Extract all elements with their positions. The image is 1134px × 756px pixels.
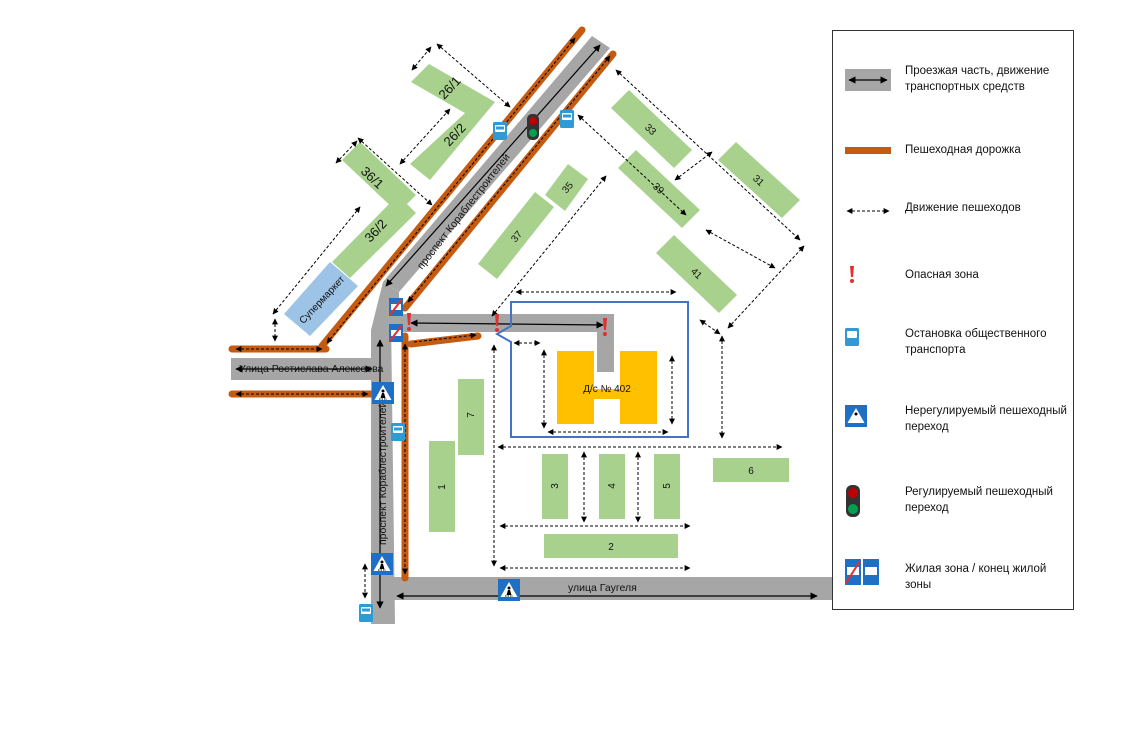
- crosswalk-icon: [845, 405, 867, 427]
- building-kindergarten: [557, 351, 657, 424]
- danger-icon: [850, 266, 854, 283]
- residential-zone-icon: [845, 559, 879, 585]
- building-2: [544, 534, 678, 558]
- label-2: 2: [608, 542, 614, 553]
- road-symbol: [845, 69, 891, 91]
- legend-text-pedestrian: Движение пешеходов: [905, 202, 1021, 214]
- building-6: [713, 458, 789, 482]
- crosswalk-icon: [370, 552, 394, 576]
- legend-text-danger: Опасная зона: [905, 269, 979, 281]
- bus-stop-icon: [493, 122, 507, 140]
- bus-stop-icon: [845, 328, 859, 346]
- crosswalk-icon: [497, 578, 521, 602]
- street-label-avenue-vertical: проспект Кораблестроителей: [377, 402, 389, 545]
- kindergarten-boundary: [494, 301, 689, 438]
- traffic-light-icon: [527, 114, 539, 140]
- footpath-symbol: [845, 147, 891, 154]
- label-6: 6: [748, 466, 754, 477]
- street-label-rostislav: Улица Ростислава Алексеева: [239, 363, 384, 375]
- building-labels: 26/1 26/2 36/1 36/2 Супермаркет 33 31 39…: [298, 73, 767, 553]
- legend-text-traffic-light: Регулируемый пешеходный переход: [905, 486, 1053, 514]
- building-7: [458, 379, 484, 455]
- footpath-yard-entry: [407, 332, 482, 348]
- label-5: 5: [662, 483, 673, 489]
- legend-text-footpath: Пешеходная дорожка: [905, 144, 1021, 156]
- building-5: [654, 454, 680, 519]
- label-kindergarten: Д/с № 402: [583, 384, 631, 395]
- label-4: 4: [607, 483, 618, 489]
- bus-stop-icon: [391, 423, 405, 441]
- bus-stop-icon: [560, 110, 574, 128]
- label-7: 7: [466, 412, 477, 418]
- legend-text-bus-stop: Остановка общественного транспорта: [905, 328, 1047, 356]
- building-41: [656, 235, 737, 313]
- legend-text-road: Проезжая часть, движение транспортных ср…: [905, 65, 1050, 93]
- building-1: [429, 441, 455, 532]
- building-4: [599, 454, 625, 519]
- crosswalk-icon: [371, 381, 395, 405]
- residential-zone-icon: [388, 323, 404, 343]
- residential-zone-icon: [388, 297, 404, 317]
- bus-stop-icon: [359, 604, 373, 622]
- pedestrian-arrow-symbol: [846, 208, 890, 214]
- legend: Проезжая часть, движение транспортных ср…: [832, 30, 1074, 610]
- building-3: [542, 454, 568, 519]
- traffic-light-icon: [846, 485, 860, 517]
- legend-text-crosswalk: Нерегулируемый пешеходный переход: [905, 405, 1067, 433]
- label-3: 3: [550, 483, 561, 489]
- label-1: 1: [437, 484, 448, 490]
- legend-text-residential: Жилая зона / конец жилой зоны: [905, 563, 1047, 591]
- pedestrian-movement: [272, 43, 805, 599]
- street-label-gaugel: улица Гаугеля: [568, 582, 637, 594]
